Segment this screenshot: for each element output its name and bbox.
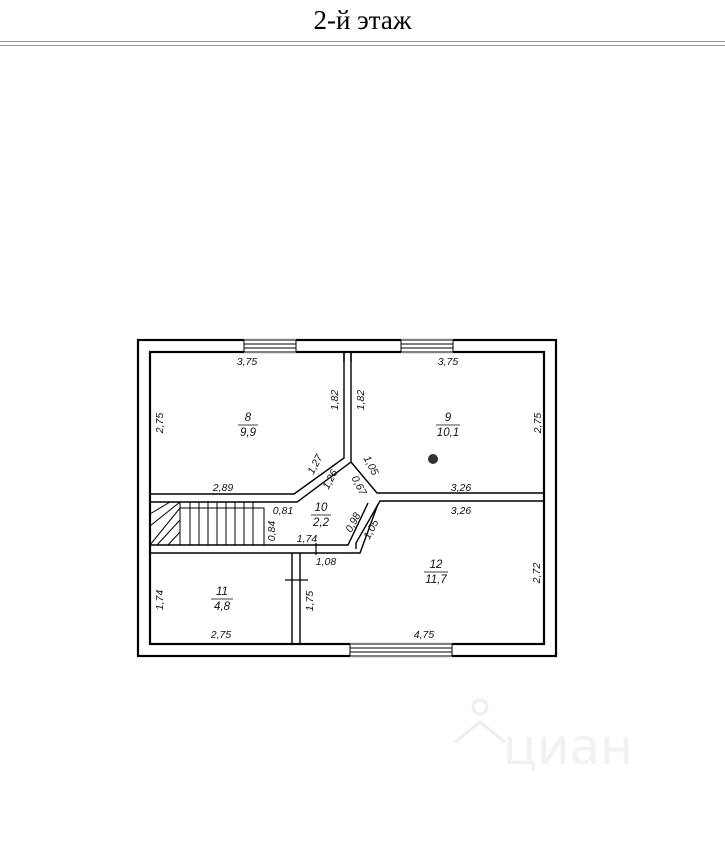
dim-room9-left: 1,82 xyxy=(355,390,367,411)
dim-diag-upper-right: 1,05 xyxy=(361,454,381,478)
dim-hall-h: 1,08 xyxy=(316,556,337,568)
interior-walls xyxy=(150,352,544,644)
fixture-dot-icon xyxy=(428,454,438,464)
room-8-number: 8 xyxy=(245,412,252,424)
wall-room9-hall xyxy=(350,461,544,494)
wall-room8-hall xyxy=(150,352,345,495)
wall-top-divider xyxy=(343,352,352,362)
room-8-label: 8 9,9 xyxy=(238,412,258,439)
dim-room11-bottom: 2,75 xyxy=(210,629,232,641)
room-labels: 8 9,9 9 10,1 10 2,2 11 4,8 12 11,7 xyxy=(211,412,460,613)
wall-room8-hall-inner xyxy=(150,352,352,503)
dim-hall-g: 1,05 xyxy=(361,518,381,542)
window-room12 xyxy=(349,643,453,657)
outer-walls xyxy=(136,338,558,658)
watermark: циан xyxy=(454,698,633,776)
dim-room9-top: 3,75 xyxy=(438,356,459,368)
room-12-area: 11,7 xyxy=(425,574,447,586)
dim-room12-bottom: 4,75 xyxy=(414,629,435,641)
windows xyxy=(243,339,454,657)
dim-room11-left: 1,74 xyxy=(154,590,166,611)
window-room8 xyxy=(243,339,297,353)
header-divider-bottom xyxy=(0,45,725,46)
dim-room9-right: 2,75 xyxy=(532,413,544,435)
dim-hall-f: 0,98 xyxy=(343,511,363,535)
dim-room9-bottom: 3,26 xyxy=(451,482,472,494)
dim-room8-bottom: 2,89 xyxy=(212,482,234,494)
room-9-label: 9 10,1 xyxy=(436,412,460,439)
dim-hall-d: 0,84 xyxy=(266,521,278,542)
dim-room8-left: 2,75 xyxy=(154,413,166,435)
room-11-area: 4,8 xyxy=(214,601,231,613)
staircase xyxy=(149,501,265,546)
dim-hall-b: 0,67 xyxy=(349,474,370,499)
room-11-label: 11 4,8 xyxy=(211,586,233,613)
room-9-number: 9 xyxy=(445,412,452,424)
wall-hall-bottom xyxy=(150,502,369,546)
dim-room12-top: 3,26 xyxy=(451,505,472,517)
room-10-number: 10 xyxy=(315,502,328,514)
dimension-labels: 3,75 3,75 2,75 1,82 1,82 2,75 2,89 1,27 … xyxy=(154,356,544,641)
room-12-label: 12 11,7 xyxy=(424,559,448,586)
page-title: 2-й этаж xyxy=(313,4,412,35)
watermark-text: циан xyxy=(503,718,633,776)
room-9-area: 10,1 xyxy=(437,427,459,439)
header-divider-top xyxy=(0,41,725,42)
room-10-area: 2,2 xyxy=(312,517,330,529)
dim-hall-e: 1,74 xyxy=(297,533,318,545)
room-8-area: 9,9 xyxy=(240,427,257,439)
watermark-logo-icon xyxy=(454,698,506,744)
dim-room8-right: 1,82 xyxy=(329,390,341,411)
dim-room11-right: 1,75 xyxy=(304,591,316,612)
dim-hall-c: 0,81 xyxy=(273,505,293,517)
dim-room12-right: 2,72 xyxy=(531,563,543,585)
wall-hall-bottom-inner xyxy=(150,503,379,554)
window-room9 xyxy=(400,339,454,353)
dim-room8-top: 3,75 xyxy=(237,356,258,368)
room-11-number: 11 xyxy=(216,586,228,598)
room-12-number: 12 xyxy=(430,559,443,571)
door-room11 xyxy=(285,543,317,581)
room-10-label: 10 2,2 xyxy=(311,502,331,529)
wall-room9-hall-inner xyxy=(355,500,544,549)
